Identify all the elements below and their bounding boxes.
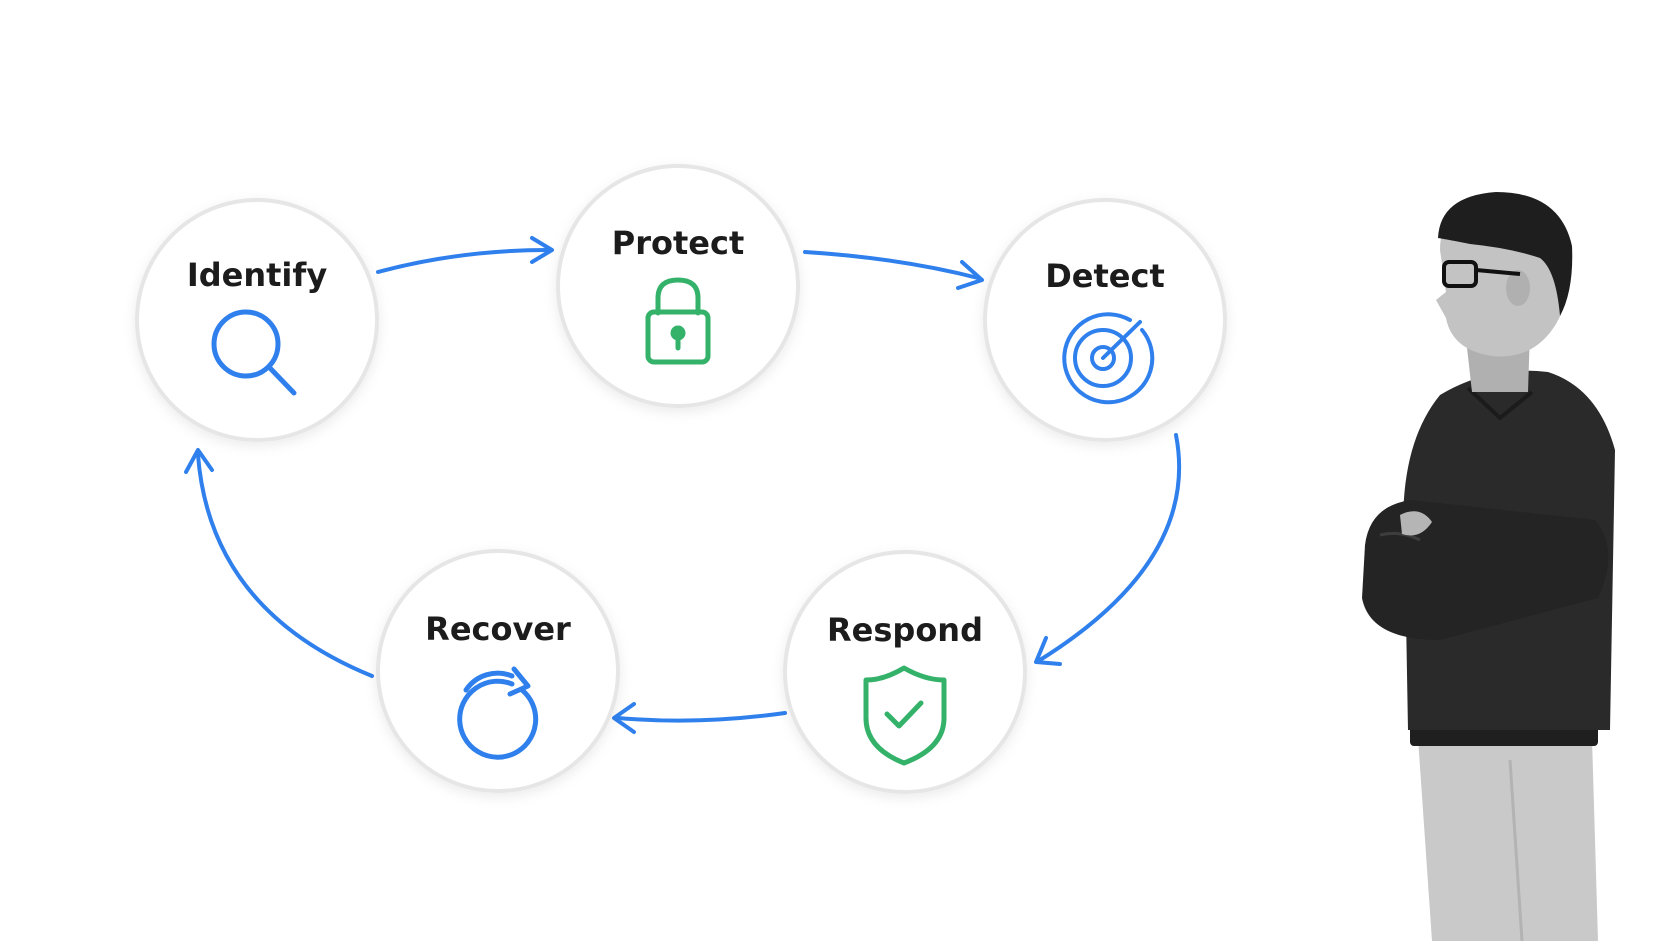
arrowhead-respond-recover (612, 702, 636, 734)
node-circle (556, 164, 800, 408)
node-circle (783, 550, 1027, 794)
arrowhead-detect-respond (1034, 636, 1062, 666)
person-ear (1506, 270, 1530, 306)
person-arms (1362, 500, 1609, 640)
refresh-icon (457, 666, 539, 760)
node-recover: Recover (376, 549, 620, 793)
edge-respond-recover (616, 711, 787, 723)
glasses-icon (1442, 260, 1521, 288)
edge-recover-identify (196, 453, 374, 678)
node-circle (135, 198, 379, 442)
arrowhead-protect-detect (956, 260, 984, 290)
person-arm-fold (1379, 531, 1421, 542)
edges (184, 236, 1182, 734)
magnifier-icon (211, 309, 297, 396)
node-label-identify: Identify (187, 256, 327, 294)
node-label-respond: Respond (827, 611, 983, 649)
node-label-detect: Detect (1045, 257, 1165, 295)
node-protect: Protect (556, 164, 800, 408)
person-pants-crease (1508, 759, 1524, 941)
person-figure-icon (1362, 192, 1615, 941)
node-circle (983, 198, 1227, 442)
node-label-recover: Recover (425, 610, 571, 648)
edge-protect-detect (803, 250, 980, 280)
arrowhead-identify-protect (530, 236, 554, 264)
person-pants (1418, 738, 1598, 941)
person-hand (1400, 511, 1432, 536)
edge-identify-protect (376, 248, 550, 274)
person-hair (1438, 192, 1573, 316)
person-collar (1466, 386, 1534, 421)
node-detect: Detect (983, 198, 1227, 442)
node-label-protect: Protect (612, 224, 744, 262)
node-identify: Identify (135, 198, 379, 442)
node-respond: Respond (783, 550, 1027, 794)
shield-check-icon (863, 665, 947, 766)
arrowhead-recover-identify (184, 448, 214, 474)
padlock-icon (645, 277, 711, 365)
edge-detect-respond (1038, 433, 1182, 662)
target-icon (1062, 312, 1155, 405)
